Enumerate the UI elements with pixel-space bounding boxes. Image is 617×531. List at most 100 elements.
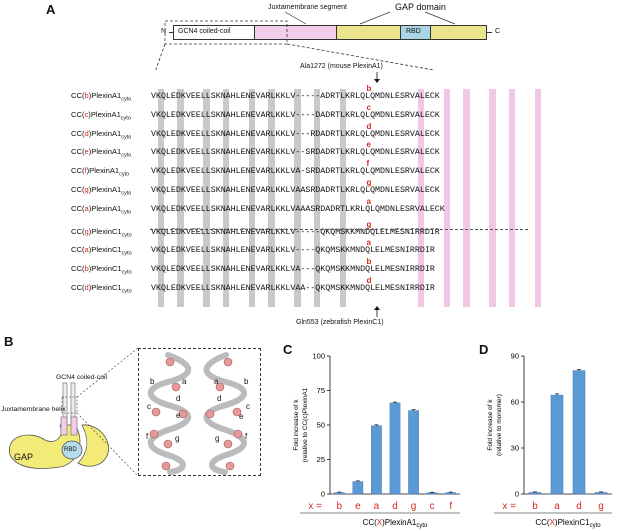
label-prefix: CC( (71, 109, 85, 119)
label-subscript: cyto (121, 190, 132, 197)
heptad-label: f (245, 432, 248, 441)
x-axis-label-part: CC( (535, 518, 550, 527)
category-label: c (430, 501, 435, 512)
label-suffix: )PlexinC1 (88, 245, 122, 255)
label-prefix: CC( (71, 226, 85, 236)
sequence-label: CC(d)PlexinA1cyto (71, 129, 131, 141)
heptad-position-mark: f (366, 159, 370, 169)
sequence-row: VKQLEDKVEELLSKNAHLENEVARLKKLV---RDADRTLK… (151, 129, 440, 139)
label-subscript: cyto (121, 250, 132, 257)
heptad-label: g (175, 434, 180, 443)
y-tick-label: 50 (317, 421, 325, 430)
label-suffix: )PlexinA1 (88, 185, 122, 194)
x-axis-label-part: )PlexinA1 (382, 518, 417, 527)
y-tick-label: 30 (511, 444, 519, 453)
heptad-position-mark: b (366, 257, 372, 267)
label-position: a (84, 245, 89, 255)
x-axis-label-part: X (377, 518, 383, 527)
label-prefix: CC( (71, 283, 85, 292)
x-prefix-label: x = (308, 501, 322, 512)
x-axis-label-subscript: cyto (590, 523, 602, 529)
gcn4-box (173, 25, 255, 40)
label-suffix: )PlexinA1 (88, 203, 122, 213)
gap-box-left (337, 25, 401, 40)
rbd-label: RBD (406, 28, 421, 35)
domain-diagram: N GCN4 coiled-coil RBD C (160, 15, 505, 57)
bar (333, 492, 345, 495)
sequence-row: VKQLEDKVEELLSKNAHLENEVARLKKLV----DADRTLK… (151, 110, 440, 120)
interface-column (417, 89, 424, 307)
n-terminus-label: N (161, 28, 167, 35)
sequence-label: CC(g)PlexinA1cyto (71, 185, 131, 197)
label-prefix: CC( (71, 203, 85, 213)
label-position: f (84, 166, 87, 176)
interface-column (508, 89, 515, 307)
y-tick-label: 75 (317, 386, 325, 395)
heptad-position-mark: d (366, 121, 372, 131)
sequence-label: CC(d)PlexinC1cyto (71, 283, 132, 295)
label-position: a (84, 203, 89, 213)
interface-column (443, 89, 450, 307)
label-subscript: cyto (121, 232, 132, 239)
bar (352, 481, 364, 495)
label-suffix: )PlexinA1 (88, 91, 122, 100)
y-axis-label-line: Fold increase of k (293, 399, 300, 451)
label-prefix: CC( (71, 91, 85, 100)
x-prefix-label: x = (502, 501, 516, 512)
label-position: b (84, 264, 89, 274)
heptad-label: g (215, 434, 220, 443)
category-label: g (411, 501, 417, 512)
label-position: g (84, 226, 89, 236)
conserved-column (222, 89, 229, 307)
conserved-column (294, 89, 301, 307)
heptad-label: c (246, 402, 250, 411)
heptad-position-mark: g (366, 178, 372, 187)
label-suffix: )PlexinC1 (88, 226, 122, 236)
label-prefix: CC( (71, 185, 85, 194)
bar (426, 492, 438, 495)
jm-helix-label: Juxtamembrane helix (1, 406, 66, 413)
heptad-label: b (244, 377, 249, 386)
panel-label-a: A (46, 2, 56, 17)
y-tick-label: 0 (515, 490, 519, 499)
bar (594, 492, 608, 495)
heptad-position-mark: c (366, 102, 371, 112)
sequence-label: CC(b)PlexinA1cyto (71, 91, 131, 103)
label-subscript: cyto (119, 171, 130, 178)
y-axis-label: Fold increase of k(relative to monomer) (487, 394, 503, 456)
sequence-row: VKQLEDKVEELLSKNAHLENEVARLKKLVA---QKQMSKK… (151, 265, 435, 275)
conserved-column (203, 89, 210, 307)
sequence-row: VKQLEDKVEELLSKNAHLENEVARLKKLV----QKQMSKK… (151, 246, 435, 256)
sequence-row: VKQLEDKVEELLSKNAHLENEVARLKKLV--SRDADRTLK… (151, 148, 440, 158)
category-label: e (355, 501, 361, 512)
interface-column (534, 89, 541, 307)
label-suffix: )PlexinA1 (88, 147, 122, 157)
conserved-column (313, 89, 320, 307)
heptad-position-mark: a (366, 238, 371, 248)
y-axis-label-line: Fold increase of k (487, 399, 494, 451)
heptad-position-mark: a (366, 196, 371, 206)
conserved-column (177, 89, 184, 307)
x-axis-label: CC(X)PlexinA1cyto (363, 518, 428, 529)
panel-label-c: C (283, 342, 293, 357)
label-position: g (84, 185, 89, 194)
bar (389, 402, 401, 495)
sequence-row: VKQLEDKVEELLSKNAHLENEVARLKKLV-----ADRTLK… (151, 92, 440, 101)
heptad-position-mark: d (366, 276, 372, 285)
gap-schematic-label: GAP (14, 452, 34, 462)
gcn4-coiled-coil-label: GCN4 coiled-coil (56, 374, 107, 381)
y-tick-label: 60 (511, 398, 519, 407)
bar (550, 394, 564, 495)
category-label: a (374, 501, 380, 512)
label-subscript: cyto (121, 209, 132, 216)
category-label: d (576, 501, 582, 512)
category-label: g (598, 501, 604, 512)
heptad-label: b (150, 377, 155, 386)
x-axis-label-part: CC( (363, 518, 378, 527)
sequence-label: CC(b)PlexinC1cyto (71, 264, 132, 276)
label-position: c (84, 109, 89, 119)
y-tick-label: 90 (511, 352, 519, 361)
y-tick-label: 25 (317, 455, 325, 464)
sequence-label: CC(e)PlexinA1cyto (71, 147, 131, 159)
